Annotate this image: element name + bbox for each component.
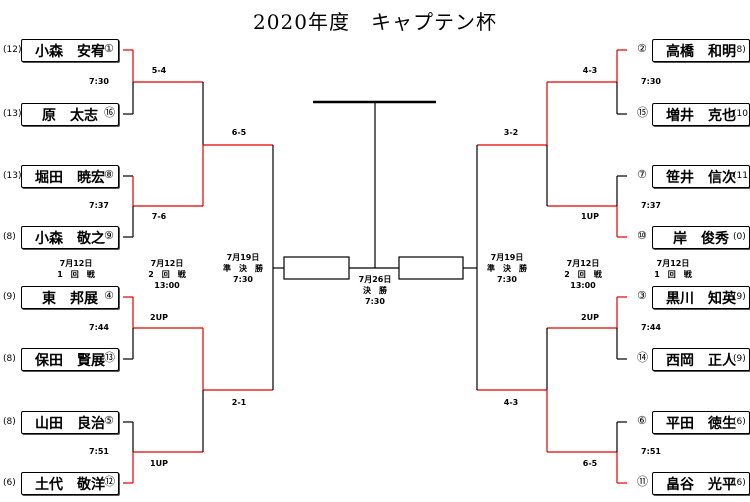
seed-rank: (8)	[3, 354, 16, 364]
draw-number: ⑥	[637, 414, 647, 427]
match-score: 2UP	[581, 313, 599, 322]
player-box: 保田 賢展	[21, 348, 119, 371]
player-box: 畠谷 光平	[652, 472, 750, 495]
round-time: 7:30	[497, 275, 517, 284]
round-time: 13:00	[154, 281, 180, 290]
match-time: 7:30	[641, 77, 661, 86]
draw-number: ⑨	[104, 229, 114, 242]
seed-rank: (0)	[733, 232, 746, 242]
semifinal-slot-left	[283, 256, 350, 280]
semifinal-info-left: 7月19日 準 決 勝 7:30	[223, 252, 263, 285]
match-time: 7:51	[641, 447, 661, 456]
match-time: 7:44	[641, 323, 661, 332]
player-box: 平田 徳生	[652, 411, 750, 434]
round-date: 7月12日	[59, 259, 93, 268]
round-name: 決 勝	[362, 286, 387, 295]
match-score: 1UP	[581, 212, 599, 221]
round-name: 2 回 戦	[148, 270, 186, 279]
seed-rank: (9)	[3, 292, 16, 302]
draw-number: ⑮	[637, 106, 648, 119]
round-name: 2 回 戦	[564, 270, 602, 279]
seed-rank: (6)	[733, 417, 746, 427]
round-time: 7:30	[365, 297, 385, 306]
match-time: 7:44	[89, 323, 109, 332]
seed-rank: (8)	[733, 45, 746, 55]
match-score: 2UP	[150, 313, 168, 322]
draw-number: ⑧	[104, 168, 114, 181]
draw-number: ⑬	[104, 351, 115, 364]
draw-number: ④	[104, 289, 114, 302]
seed-rank: (11)	[733, 171, 750, 181]
match-time: 7:30	[89, 77, 109, 86]
semifinal-info-right: 7月19日 準 決 勝 7:30	[487, 252, 527, 285]
player-box: 山田 良治	[21, 411, 119, 434]
seed-rank: (6)	[3, 478, 16, 488]
player-box: 高橋 和明	[652, 39, 750, 62]
seed-rank: (9)	[733, 292, 746, 302]
draw-number: ⑦	[637, 168, 647, 181]
page-title: 2020年度 キャプテン杯	[253, 10, 497, 34]
seed-rank: (8)	[3, 232, 16, 242]
player-box: 堀田 暁宏	[21, 165, 119, 188]
draw-number: ①	[104, 42, 114, 55]
match-score: 2-1	[231, 398, 247, 407]
match-score: 5-4	[151, 66, 167, 75]
player-box: 黒川 知英	[652, 286, 750, 309]
player-box: 岸 俊秀	[652, 226, 750, 249]
match-score: 6-5	[231, 128, 247, 137]
round-name: 1 回 戦	[654, 270, 692, 279]
round-1-info-left: 7月12日 1 回 戦	[57, 258, 95, 280]
match-score: 4-3	[503, 398, 519, 407]
match-score: 6-5	[582, 459, 598, 468]
player-box: 増井 克也	[652, 103, 750, 126]
seed-rank: (6)	[733, 478, 746, 488]
round-time: 13:00	[570, 281, 596, 290]
round-2-info-left: 7月12日 2 回 戦 13:00	[148, 258, 186, 291]
match-score: 4-3	[582, 66, 598, 75]
round-date: 7月19日	[490, 253, 524, 262]
draw-number: ⑯	[104, 106, 115, 119]
round-date: 7月12日	[150, 259, 184, 268]
round-time: 7:30	[233, 275, 253, 284]
seed-rank: (10)	[733, 109, 750, 119]
seed-rank: (9)	[733, 354, 746, 364]
round-1-info-right: 7月12日 1 回 戦	[654, 258, 692, 280]
match-time: 7:37	[641, 201, 661, 210]
seed-rank: (8)	[3, 417, 16, 427]
match-score: 7-6	[151, 212, 167, 221]
round-name: 1 回 戦	[57, 270, 95, 279]
draw-number: ②	[637, 42, 647, 55]
draw-number: ⑪	[637, 475, 648, 488]
round-date: 7月19日	[226, 253, 260, 262]
draw-number: ⑤	[104, 414, 114, 427]
draw-number: ⑭	[637, 351, 648, 364]
round-date: 7月12日	[656, 259, 690, 268]
player-box: 原 太志	[21, 103, 119, 126]
seed-rank: (13)	[3, 109, 22, 119]
seed-rank: (12)	[3, 45, 22, 55]
match-score: 1UP	[150, 459, 168, 468]
final-info: 7月26日 決 勝 7:30	[359, 274, 392, 307]
seed-rank: (13)	[3, 171, 22, 181]
semifinal-slot-right	[398, 256, 464, 280]
player-box: 東 邦展	[21, 286, 119, 309]
round-date: 7月12日	[566, 259, 600, 268]
round-name: 準 決 勝	[223, 264, 263, 273]
player-box: 笹井 信次	[652, 165, 750, 188]
match-time: 7:37	[89, 201, 109, 210]
player-box: 小森 敬之	[21, 226, 119, 249]
draw-number: ⑫	[104, 475, 115, 488]
match-time: 7:51	[89, 447, 109, 456]
player-box: 土代 敬洋	[21, 472, 119, 495]
player-box: 西岡 正人	[652, 348, 750, 371]
round-date: 7月26日	[358, 275, 392, 284]
round-2-info-right: 7月12日 2 回 戦 13:00	[564, 258, 602, 291]
match-score: 3-2	[503, 128, 519, 137]
draw-number: ③	[637, 289, 647, 302]
draw-number: ⑩	[637, 229, 647, 242]
player-box: 小森 安宥	[21, 39, 119, 62]
round-name: 準 決 勝	[487, 264, 527, 273]
